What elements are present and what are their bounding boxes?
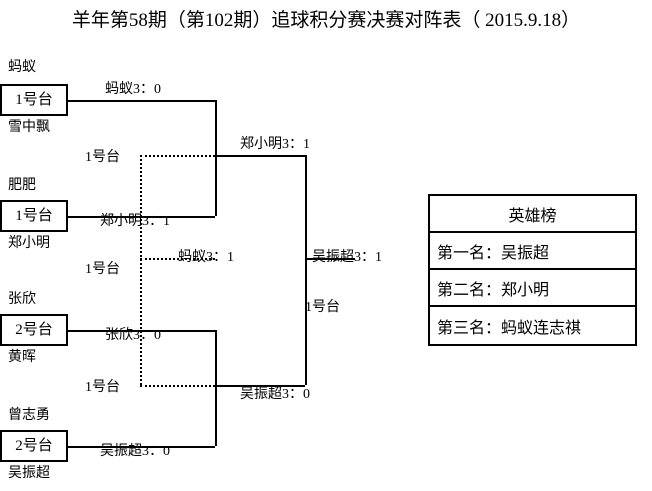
page-title: 羊年第58期（第102期）追球积分赛决赛对阵表（ 2015.9.18） [71, 10, 581, 31]
match1-bottom-player: 雪中飘 [8, 120, 50, 135]
hero-board-rank-3: 第三名：蚂蚁连志祺 [437, 319, 582, 337]
match4-table-box: 2号台 [0, 430, 68, 462]
consolation-table-label: 1号台 [85, 262, 120, 277]
match2-table-box: 1号台 [0, 200, 68, 232]
connector-match1-out [68, 100, 215, 102]
final-table-label: 1号台 [305, 300, 340, 315]
match1-table-box: 1号台 [0, 84, 68, 116]
connector-consolation-vertical [140, 155, 142, 385]
match3-table-box: 2号台 [0, 314, 68, 346]
match1-top-player: 蚂蚁 [8, 60, 36, 75]
connector-lower-semi-out [215, 385, 305, 387]
upper-semifinal-table-label: 1号台 [85, 150, 120, 165]
match4-bottom-player: 吴振超 [8, 466, 50, 481]
match2-top-player: 肥肥 [8, 178, 36, 193]
hero-board-heading: 英雄榜 [430, 196, 635, 233]
hero-board: 英雄榜 第一名：吴振超 第二名：郑小明 第三名：蚂蚁连志祺 [428, 194, 637, 346]
upper-semifinal-result: 郑小明3：1 [240, 137, 310, 152]
match3-result: 张欣3：0 [105, 328, 161, 343]
connector-consolation-lower-stub [140, 385, 215, 387]
final-result: 吴振超3：1 [312, 250, 382, 265]
hero-board-rank-1: 第一名：吴振超 [430, 233, 635, 270]
lower-semifinal-table-label: 1号台 [85, 380, 120, 395]
match2-result: 郑小明3：1 [100, 214, 170, 229]
connector-consolation-middle-stub [140, 258, 215, 260]
match2-bottom-player: 郑小明 [8, 236, 50, 251]
connector-upper-semi-out [215, 155, 305, 157]
match3-top-player: 张欣 [8, 292, 36, 307]
hero-board-rank-2: 第二名：郑小明 [430, 270, 635, 307]
consolation-result: 蚂蚁3：1 [178, 250, 234, 265]
connector-final-vertical [305, 155, 307, 385]
lower-semifinal-result: 吴振超3：0 [240, 387, 310, 402]
connector-final-out [305, 258, 355, 260]
match1-result: 蚂蚁3：0 [105, 82, 161, 97]
connector-consolation-upper-stub [140, 155, 215, 157]
match4-top-player: 曾志勇 [8, 408, 50, 423]
match3-bottom-player: 黄晖 [8, 350, 36, 365]
connector-upper-semi-vertical [215, 100, 217, 216]
connector-match4-out [68, 446, 215, 448]
connector-lower-semi-vertical [215, 330, 217, 446]
match4-result: 吴振超3：0 [100, 444, 170, 459]
